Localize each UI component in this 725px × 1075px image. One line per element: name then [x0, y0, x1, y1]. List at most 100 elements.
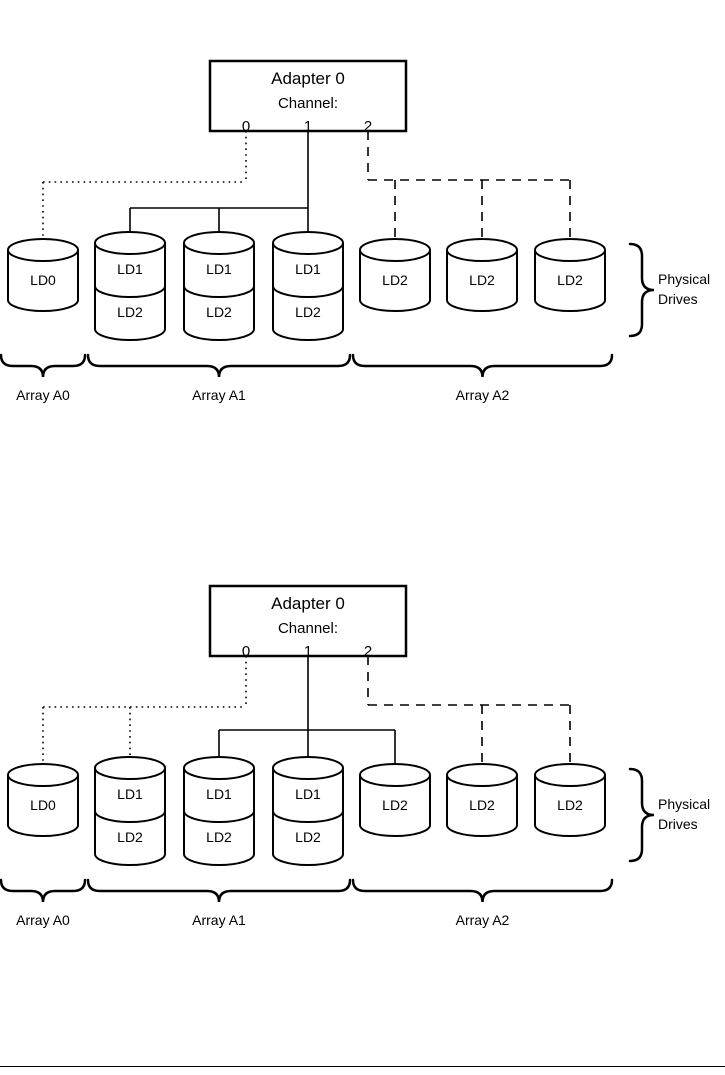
- drive-top-1: [94, 231, 166, 255]
- footer-rule: [0, 1066, 725, 1067]
- drive-label-5-0: LD2: [469, 797, 495, 813]
- array-brace-array-a1: Array A1: [86, 878, 352, 928]
- drive-cylinder-4: LD2: [359, 763, 431, 837]
- drive-label-2-1: LD2: [206, 304, 232, 320]
- drive-label-3-0: LD1: [295, 786, 321, 802]
- drive-body-4: [359, 250, 431, 312]
- array-brace-path-array-a0: [0, 353, 87, 378]
- array-brace-array-a0: Array A0: [0, 878, 87, 928]
- drive-label-4-0: LD2: [382, 272, 408, 288]
- drive-body-0: [7, 775, 79, 837]
- drive-label-6-0: LD2: [557, 272, 583, 288]
- drive-label-6-0: LD2: [557, 797, 583, 813]
- channel-number-1: 1: [304, 118, 312, 135]
- drive-label-3-1: LD2: [295, 304, 321, 320]
- drive-top-5: [446, 238, 518, 262]
- drive-segment-divider-1: [94, 810, 166, 823]
- drive-label-3-0: LD1: [295, 261, 321, 277]
- drive-cylinder-0: LD0: [7, 238, 79, 312]
- array-brace-path-array-a0: [0, 878, 87, 903]
- drive-body-5: [446, 775, 518, 837]
- array-brace-path-array-a1: [86, 878, 352, 903]
- array-brace-array-a1: Array A1: [86, 353, 352, 403]
- array-brace-path-array-a2: [351, 353, 614, 378]
- drive-label-2-0: LD1: [206, 261, 232, 277]
- drive-top-4: [359, 238, 431, 262]
- drive-top-2: [183, 231, 255, 255]
- drive-top-3: [272, 231, 344, 255]
- physical-drives-label-line1: Physical: [658, 796, 710, 812]
- drive-body-4: [359, 775, 431, 837]
- drive-label-5-0: LD2: [469, 272, 495, 288]
- drive-label-2-0: LD1: [206, 786, 232, 802]
- channel-caption: Channel:: [278, 620, 338, 637]
- drive-segment-divider-2: [183, 285, 255, 298]
- array-label-array-a0: Array A0: [16, 387, 70, 403]
- drive-cylinder-6: LD2: [534, 763, 606, 837]
- drive-segment-divider-3: [272, 810, 344, 823]
- array-label-array-a2: Array A2: [456, 387, 510, 403]
- drive-top-3: [272, 756, 344, 780]
- drive-top-6: [534, 238, 606, 262]
- drive-label-0-0: LD0: [30, 797, 56, 813]
- drive-top-0: [7, 763, 79, 787]
- physical-drives-brace-path: [628, 767, 655, 863]
- drive-top-1: [94, 756, 166, 780]
- channel-wiring-channel-0: [42, 656, 247, 790]
- drive-segment-divider-1: [94, 285, 166, 298]
- drive-body-3: [272, 243, 344, 341]
- physical-drives-label-line1: Physical: [658, 271, 710, 287]
- array-brace-array-a2: Array A2: [351, 878, 614, 928]
- drive-body-2: [183, 243, 255, 341]
- drive-cylinder-6: LD2: [534, 238, 606, 312]
- drive-cylinder-0: LD0: [7, 763, 79, 837]
- adapter-title: Adapter 0: [271, 594, 345, 613]
- array-label-array-a1: Array A1: [192, 387, 246, 403]
- array-label-array-a1: Array A1: [192, 912, 246, 928]
- physical-drives-label-line2: Drives: [658, 816, 698, 832]
- drive-top-4: [359, 763, 431, 787]
- drive-cylinder-5: LD2: [446, 763, 518, 837]
- channel-number-2: 2: [364, 118, 372, 135]
- drive-body-2: [183, 768, 255, 866]
- drive-cylinder-4: LD2: [359, 238, 431, 312]
- array-brace-array-a2: Array A2: [351, 353, 614, 403]
- drive-label-1-1: LD2: [117, 829, 143, 845]
- drive-segment-divider-3: [272, 285, 344, 298]
- drive-body-1: [94, 243, 166, 341]
- drive-body-6: [534, 775, 606, 837]
- physical-drives-brace-path: [628, 242, 655, 338]
- drive-label-2-1: LD2: [206, 829, 232, 845]
- drive-top-2: [183, 756, 255, 780]
- drive-label-0-0: LD0: [30, 272, 56, 288]
- array-label-array-a0: Array A0: [16, 912, 70, 928]
- adapter-title: Adapter 0: [271, 69, 345, 88]
- array-brace-path-array-a1: [86, 353, 352, 378]
- drive-top-6: [534, 763, 606, 787]
- channel-wiring-channel-0: [42, 131, 247, 265]
- drive-label-1-0: LD1: [117, 786, 143, 802]
- drive-top-5: [446, 763, 518, 787]
- drive-label-4-0: LD2: [382, 797, 408, 813]
- drive-top-0: [7, 238, 79, 262]
- array-brace-path-array-a2: [351, 878, 614, 903]
- drive-cylinder-5: LD2: [446, 238, 518, 312]
- drive-label-3-1: LD2: [295, 829, 321, 845]
- channel-caption: Channel:: [278, 95, 338, 112]
- drive-body-5: [446, 250, 518, 312]
- drive-body-3: [272, 768, 344, 866]
- array-label-array-a2: Array A2: [456, 912, 510, 928]
- drive-body-1: [94, 768, 166, 866]
